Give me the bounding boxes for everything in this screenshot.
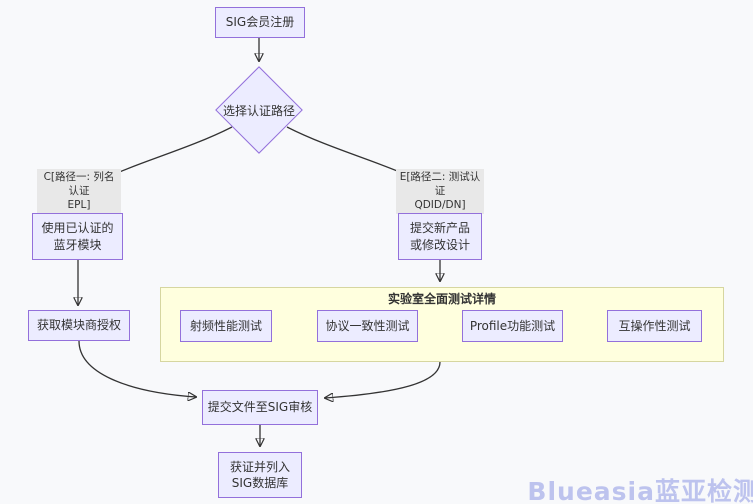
- node-label: SIG会员注册: [225, 15, 295, 30]
- node-label: 提交文件至SIG审核: [207, 400, 313, 415]
- node-label: SIG数据库: [231, 476, 289, 490]
- edge-lab-to-submit-docs: [325, 361, 441, 398]
- edge-label-line: EPL]: [67, 199, 91, 212]
- node-label: 蓝牙模块: [53, 237, 102, 252]
- watermark: Blueasia蓝亚检测: [527, 477, 753, 504]
- edge-label-path2: E[路径二: 测试认证 QDID/DN]: [396, 169, 484, 214]
- node-label: 获证并列入: [229, 459, 290, 474]
- node-rf-test: 射频性能测试: [180, 310, 272, 342]
- node-protocol-test: 协议一致性测试: [317, 310, 418, 342]
- node-label: Profile功能测试: [469, 318, 556, 333]
- node-label: 射频性能测试: [189, 318, 262, 333]
- node-label: 使用已认证的: [41, 221, 114, 236]
- node-submit-docs: 提交文件至SIG审核: [202, 390, 318, 425]
- subgraph-title: 实验室全面测试详情: [387, 292, 496, 306]
- node-sig-register: SIG会员注册: [215, 7, 305, 38]
- node-submit-product: 提交新产品 或修改设计: [398, 213, 482, 260]
- node-label: 互操作性测试: [618, 318, 691, 333]
- node-label: 获取模块商授权: [36, 318, 121, 333]
- node-profile-test: Profile功能测试: [462, 310, 563, 342]
- node-interop-test: 互操作性测试: [607, 310, 702, 342]
- edge-label-line: QDID/DN]: [414, 199, 466, 212]
- edge-get-auth-to-submit-docs: [78, 340, 196, 397]
- node-get-auth: 获取模块商授权: [28, 310, 130, 341]
- edge-label-line: C[路径一: 列名认证: [43, 171, 115, 198]
- node-get-cert: 获证并列入 SIG数据库: [218, 452, 302, 498]
- node-use-module: 使用已认证的 蓝牙模块: [32, 213, 123, 260]
- edge-label-path1: C[路径一: 列名认证 EPL]: [37, 169, 121, 214]
- node-label: 协议一致性测试: [325, 318, 410, 333]
- edge-label-line: E[路径二: 测试认证: [399, 171, 481, 198]
- node-label: 或修改设计: [409, 237, 470, 252]
- node-label: 提交新产品: [409, 221, 470, 236]
- node-choose-path: 选择认证路径: [222, 104, 295, 118]
